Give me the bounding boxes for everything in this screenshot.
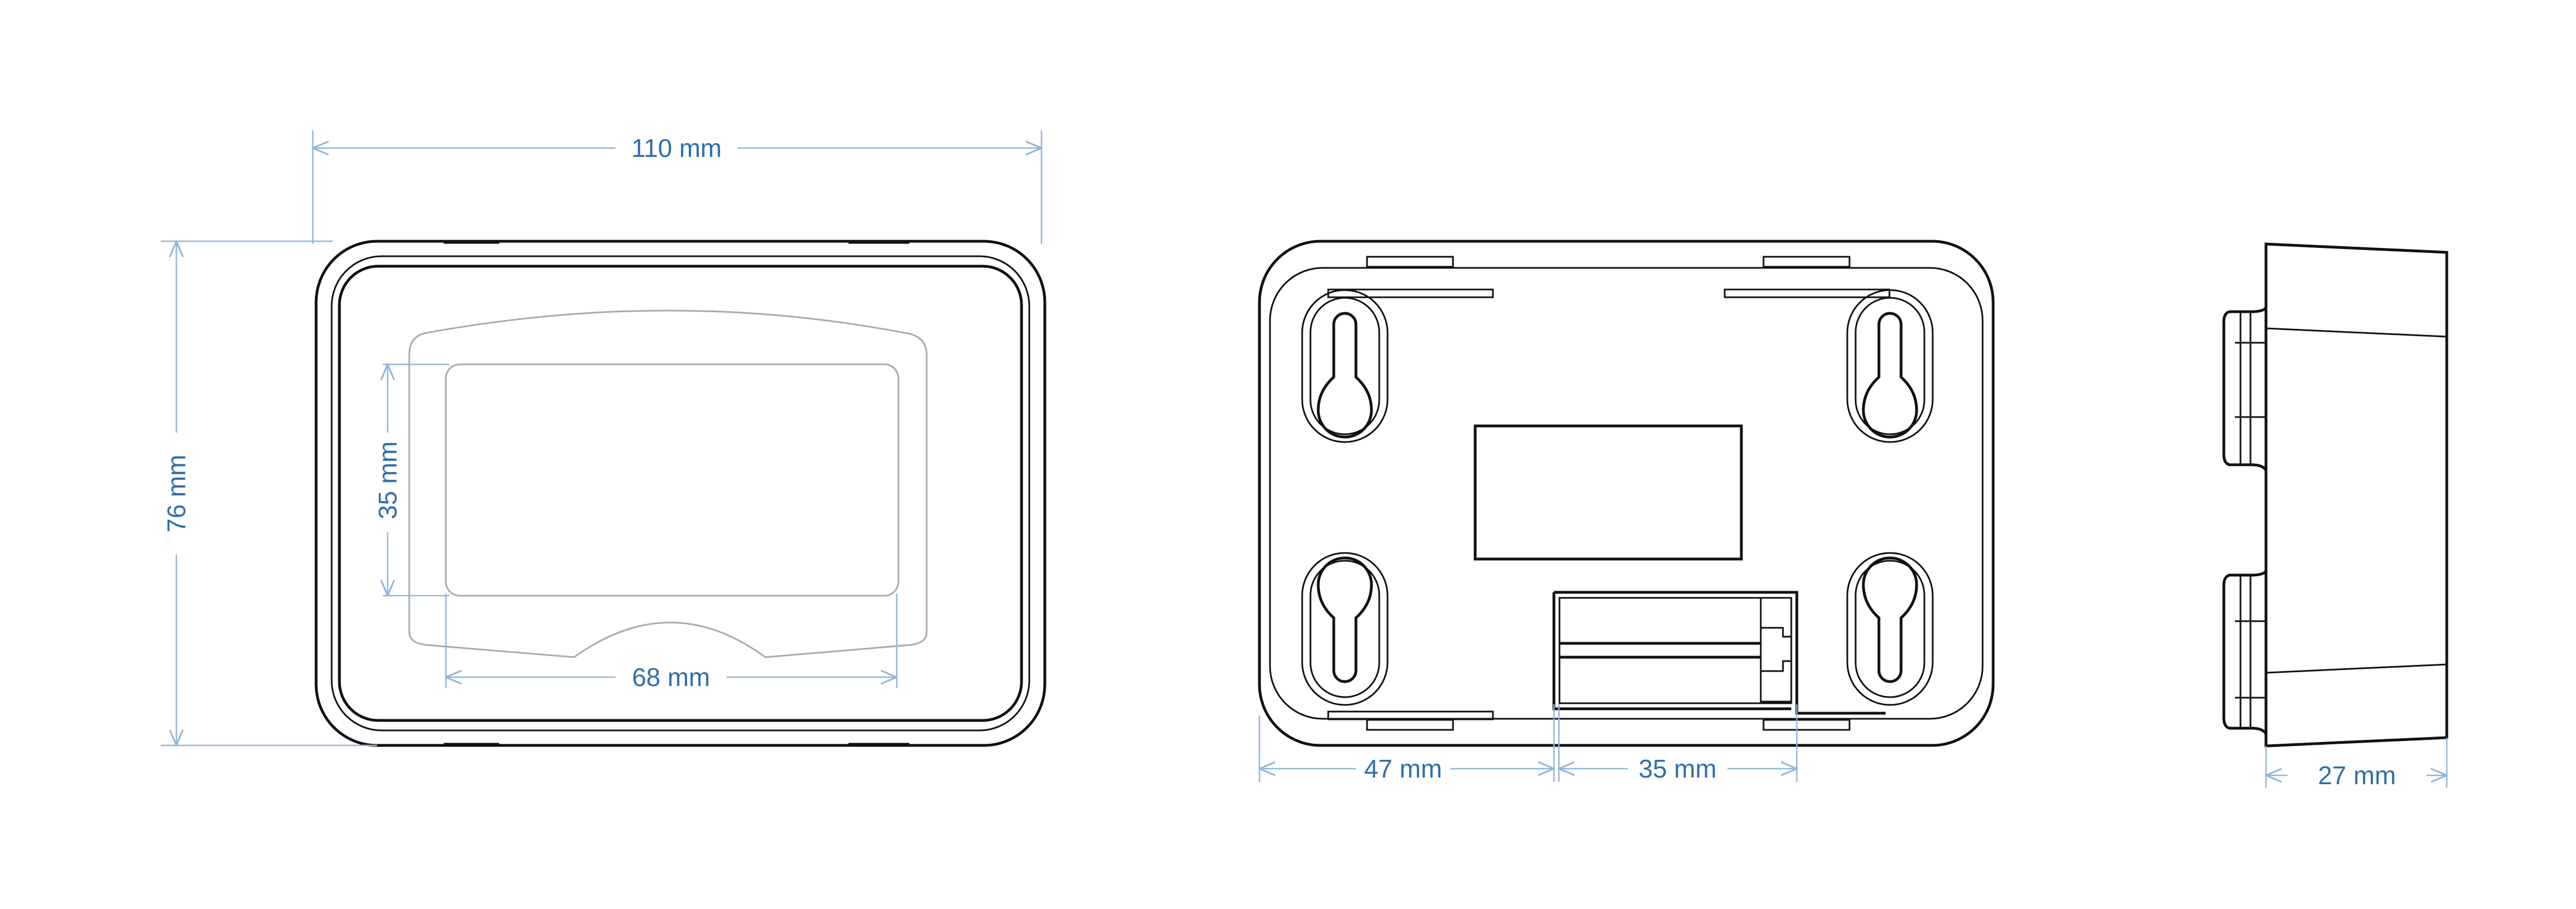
display-width-label: 68 mm bbox=[632, 663, 710, 692]
keyhole-top-left bbox=[1301, 289, 1389, 443]
display-window bbox=[445, 363, 900, 597]
front-dimensions: 110 mm 76 mm 35 mm 68 mm bbox=[161, 130, 1041, 745]
bezel-outline bbox=[408, 309, 928, 658]
keyhole-bottom-right bbox=[1846, 552, 1934, 706]
back-dimensions: 47 mm 35 mm bbox=[1259, 704, 1797, 783]
display-height-label: 35 mm bbox=[373, 441, 402, 520]
wall-tab-top bbox=[2222, 307, 2268, 471]
side-dimensions: 27 mm bbox=[2266, 738, 2447, 790]
label-area bbox=[1474, 424, 1743, 561]
side-view bbox=[2222, 242, 2448, 748]
width-dimension-label: 110 mm bbox=[632, 134, 722, 162]
back-offset-label: 47 mm bbox=[1364, 754, 1442, 783]
front-view bbox=[314, 240, 1046, 747]
back-view bbox=[1258, 240, 1995, 747]
depth-dimension-label: 27 mm bbox=[2318, 761, 2396, 790]
wall-tab-bottom bbox=[2222, 570, 2268, 735]
keyhole-bottom-left bbox=[1301, 552, 1389, 706]
height-dimension-label: 76 mm bbox=[162, 455, 191, 533]
keyhole-top-right bbox=[1846, 289, 1934, 443]
battery-compartment bbox=[1552, 591, 1886, 715]
battery-width-label: 35 mm bbox=[1639, 754, 1717, 783]
